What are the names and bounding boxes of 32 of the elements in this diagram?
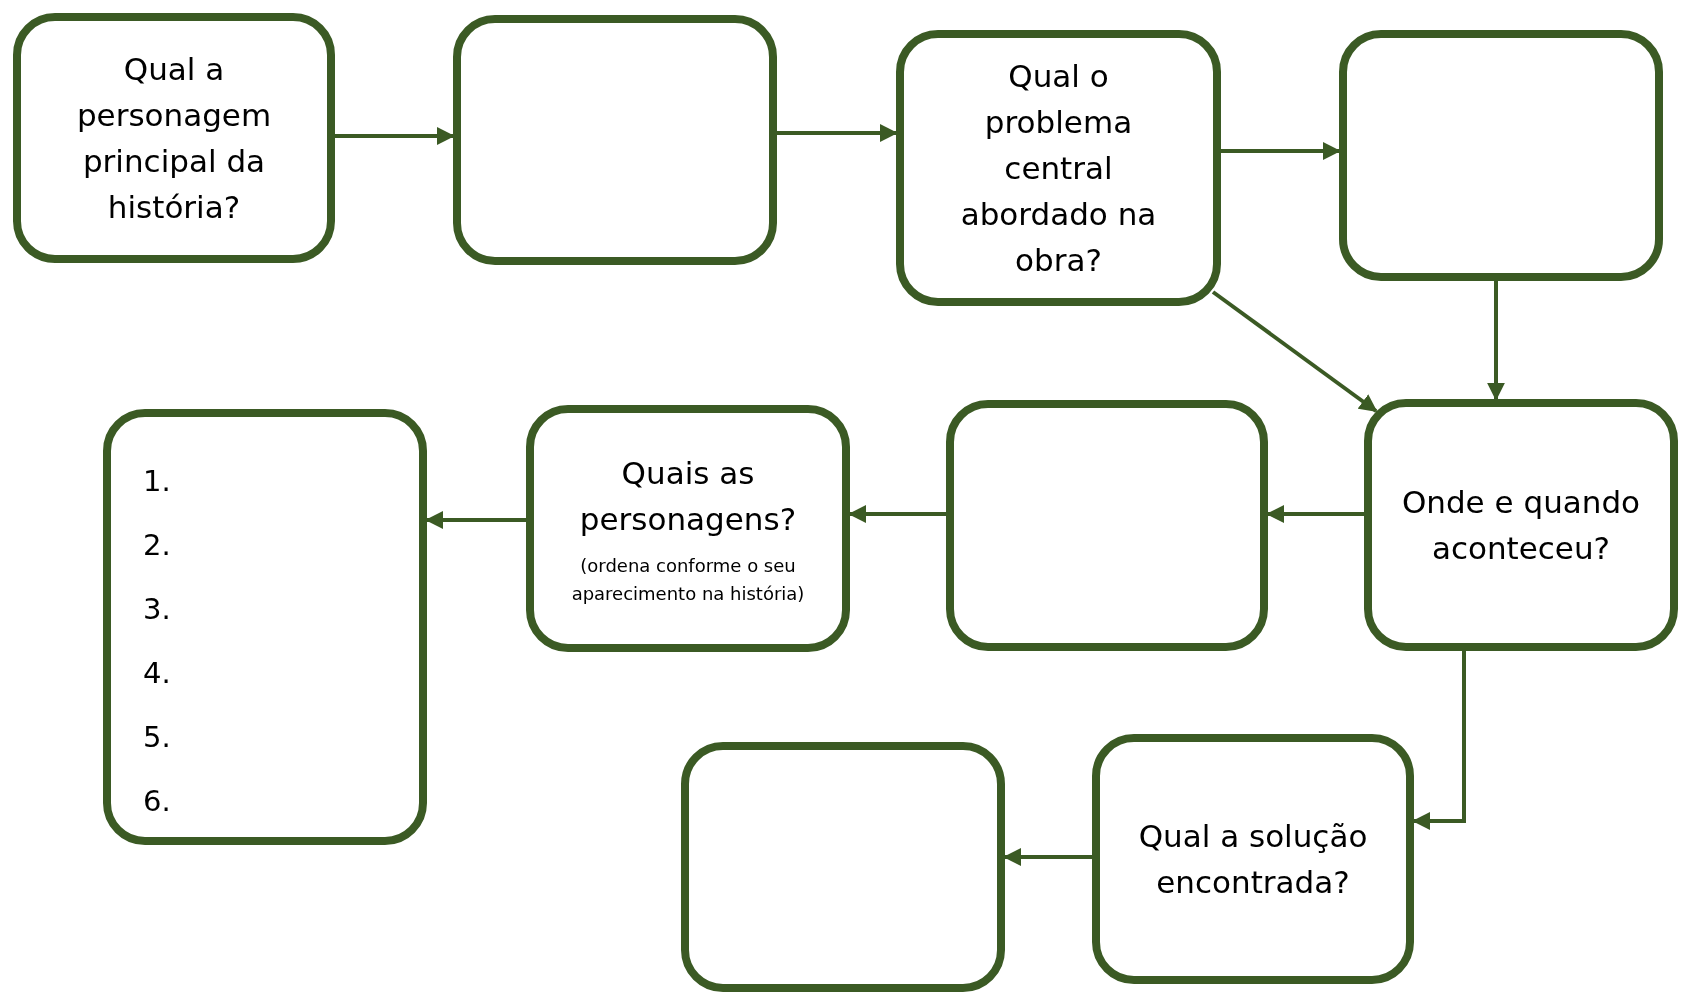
answer-box (946, 400, 1268, 651)
list-number: 5. (143, 719, 171, 756)
question-text: Qual a personagem principal da história? (75, 50, 273, 227)
list-number: 3. (143, 591, 171, 628)
arrow (1221, 142, 1341, 160)
arrow (1487, 281, 1505, 401)
arrow (848, 505, 946, 523)
arrow (1412, 651, 1466, 830)
list-number: 1. (143, 463, 171, 500)
list-number: 4. (143, 655, 171, 692)
answer-box (453, 15, 777, 265)
arrow (335, 127, 455, 145)
question-text: Quais as personagens? (578, 453, 798, 539)
question-text: Onde e quando aconteceu? (1400, 483, 1642, 568)
question-box (103, 409, 427, 845)
answer-box (681, 742, 1005, 992)
question-text: Qual a solução encontrada? (1137, 817, 1369, 902)
question-box (13, 13, 335, 263)
answer-box (1339, 30, 1663, 281)
question-box (1092, 734, 1414, 984)
question-box (526, 405, 850, 652)
arrow (1003, 848, 1092, 866)
list-number: 2. (143, 527, 171, 564)
arrow (1266, 505, 1364, 523)
list-number: 6. (143, 783, 171, 820)
arrow (425, 511, 526, 529)
arrow (1211, 290, 1378, 413)
arrow (777, 124, 898, 142)
question-box (896, 30, 1221, 306)
hint-text: (ordena conforme o seu aparecimento na história) (570, 553, 806, 606)
question-box (1364, 399, 1678, 651)
question-text: Qual o problema central abordado na obra? (959, 57, 1158, 280)
